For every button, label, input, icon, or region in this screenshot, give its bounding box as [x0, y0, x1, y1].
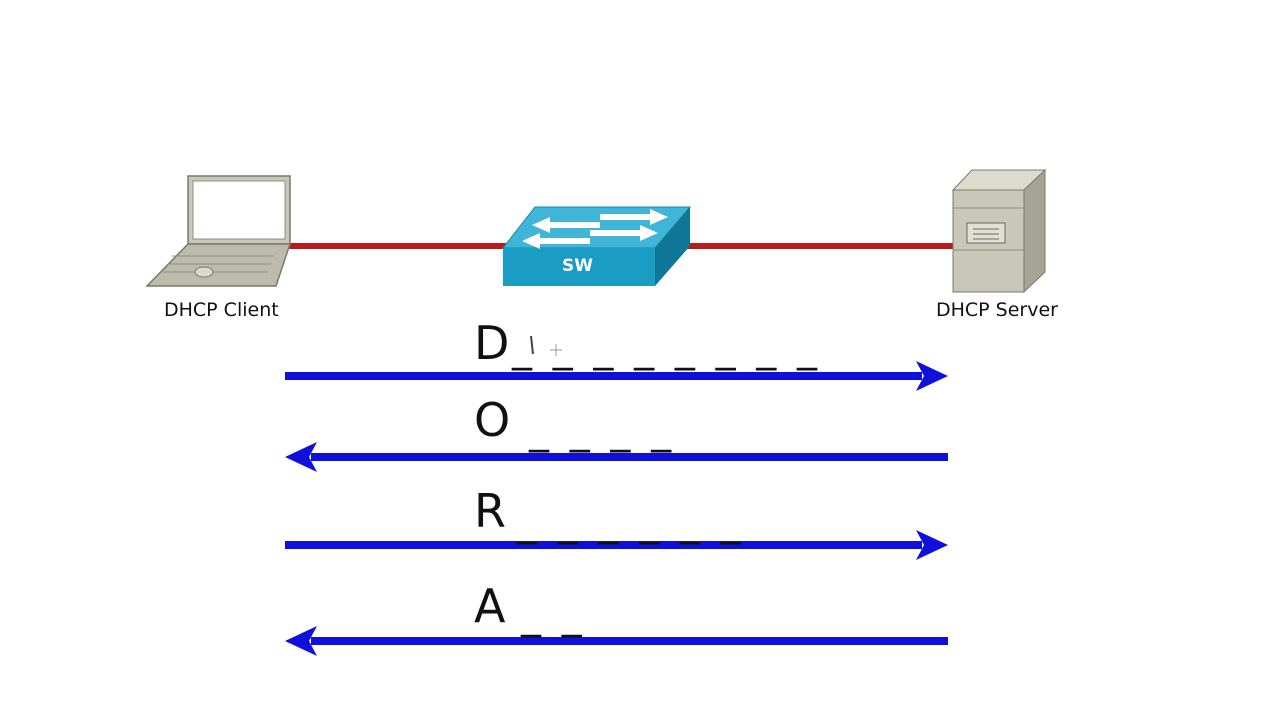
- arrow-ack: [285, 626, 948, 656]
- arrow-discover: [285, 361, 948, 391]
- client-label: DHCP Client: [164, 299, 279, 321]
- message-letter-offer: O: [474, 393, 511, 447]
- arrow-request: [285, 530, 948, 560]
- arrow-offer: [285, 442, 948, 472]
- server-label: DHCP Server: [936, 299, 1058, 321]
- laptop-icon: [145, 175, 292, 287]
- message-blanks-request: _ _ _ _ _ _: [517, 499, 745, 545]
- switch-label: SW: [562, 256, 593, 276]
- server-icon: [951, 168, 1047, 294]
- message-blanks-discover: _ _ _ _ _ _ _ _: [512, 325, 822, 371]
- message-letter-discover: D: [474, 316, 510, 370]
- switch-icon: [501, 206, 692, 286]
- pen-cursor-mark: [530, 335, 562, 356]
- message-letter-request: R: [474, 484, 506, 538]
- message-blanks-offer: _ _ _ _: [529, 407, 676, 453]
- message-blanks-ack: _ _: [521, 592, 586, 638]
- message-letter-ack: A: [474, 579, 506, 633]
